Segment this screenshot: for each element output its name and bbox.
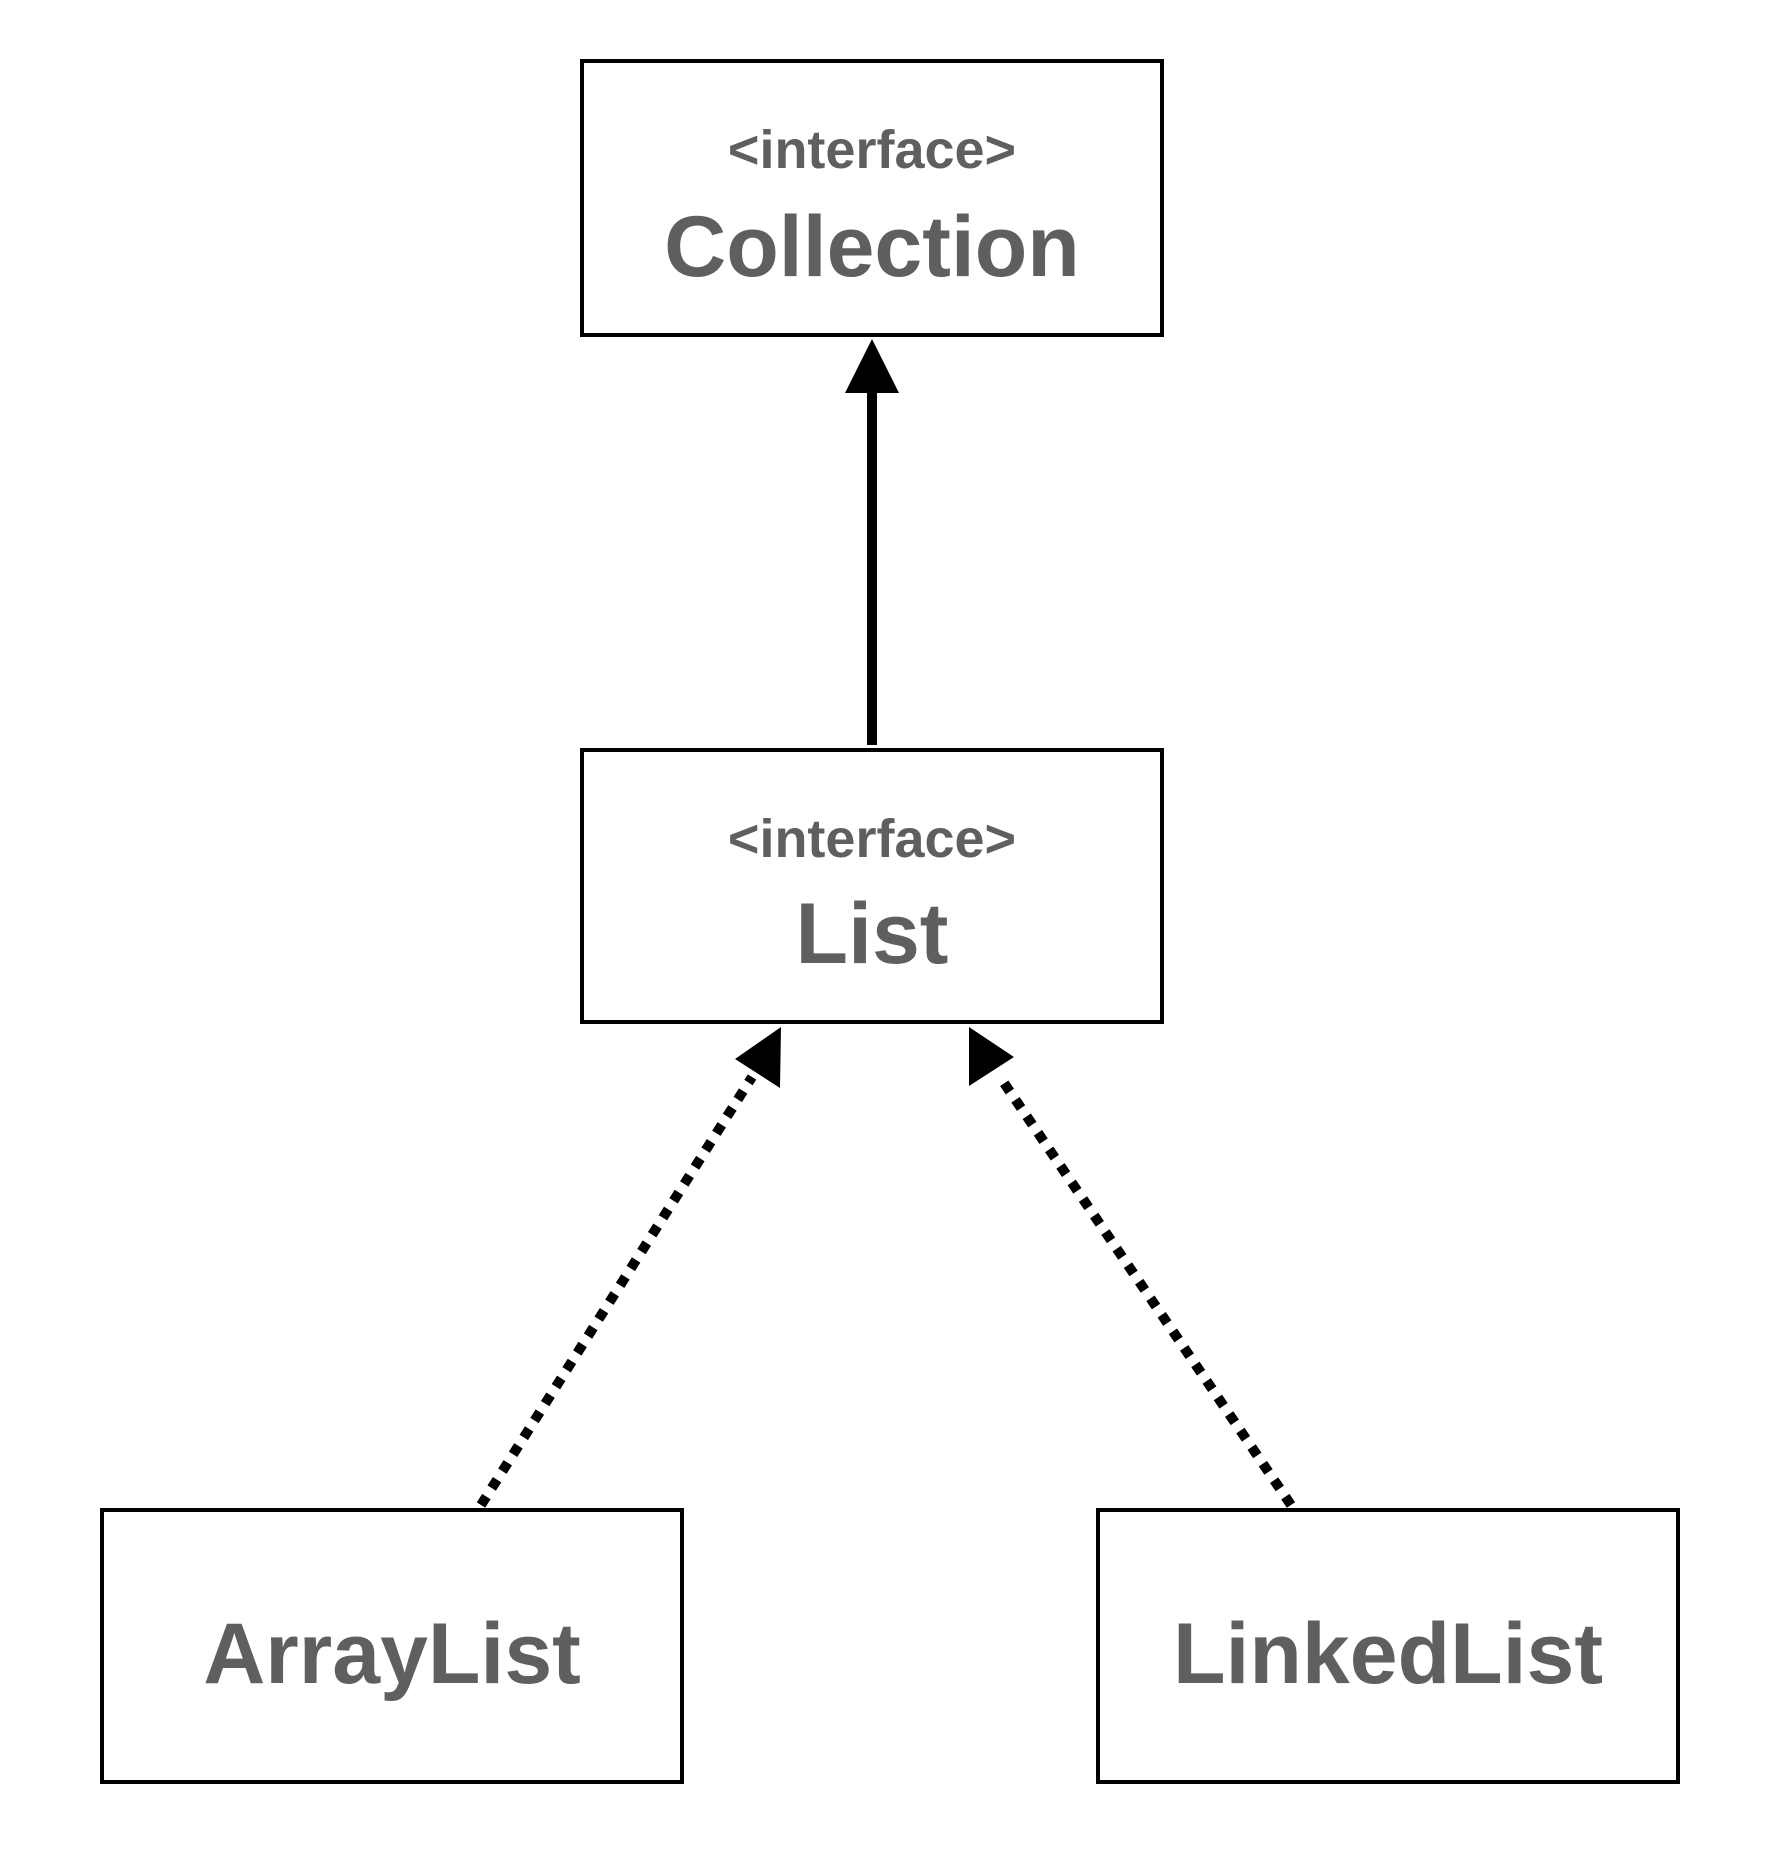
node-arraylist-box xyxy=(100,1508,684,1784)
edge-linkedlist-implements-list xyxy=(969,1027,1296,1508)
edge-arraylist-implements-list xyxy=(476,1027,781,1508)
edge-line-linkedlist-list xyxy=(995,1074,1296,1508)
node-linkedlist-name: LinkedList xyxy=(1173,1606,1603,1702)
arrow-head-list-left xyxy=(735,1027,781,1088)
edge-line-arraylist-list xyxy=(476,1074,757,1508)
node-collection-name: Collection xyxy=(664,199,1080,295)
node-collection[interactable]: <interface> Collection xyxy=(580,59,1164,337)
node-collection-box xyxy=(580,59,1164,337)
edge-list-extends-collection xyxy=(845,339,899,745)
node-collection-stereotype: <interface> xyxy=(728,120,1016,180)
node-list-stereotype: <interface> xyxy=(728,809,1016,869)
node-arraylist[interactable]: ArrayList xyxy=(100,1508,684,1784)
node-linkedlist-box xyxy=(1096,1508,1680,1784)
node-list-box xyxy=(580,748,1164,1024)
arrow-head-collection xyxy=(845,339,899,393)
node-list[interactable]: <interface> List xyxy=(580,748,1164,1024)
arrow-head-list-right xyxy=(969,1027,1014,1086)
node-list-name: List xyxy=(796,886,949,982)
node-linkedlist[interactable]: LinkedList xyxy=(1096,1508,1680,1784)
node-arraylist-name: ArrayList xyxy=(203,1606,581,1702)
